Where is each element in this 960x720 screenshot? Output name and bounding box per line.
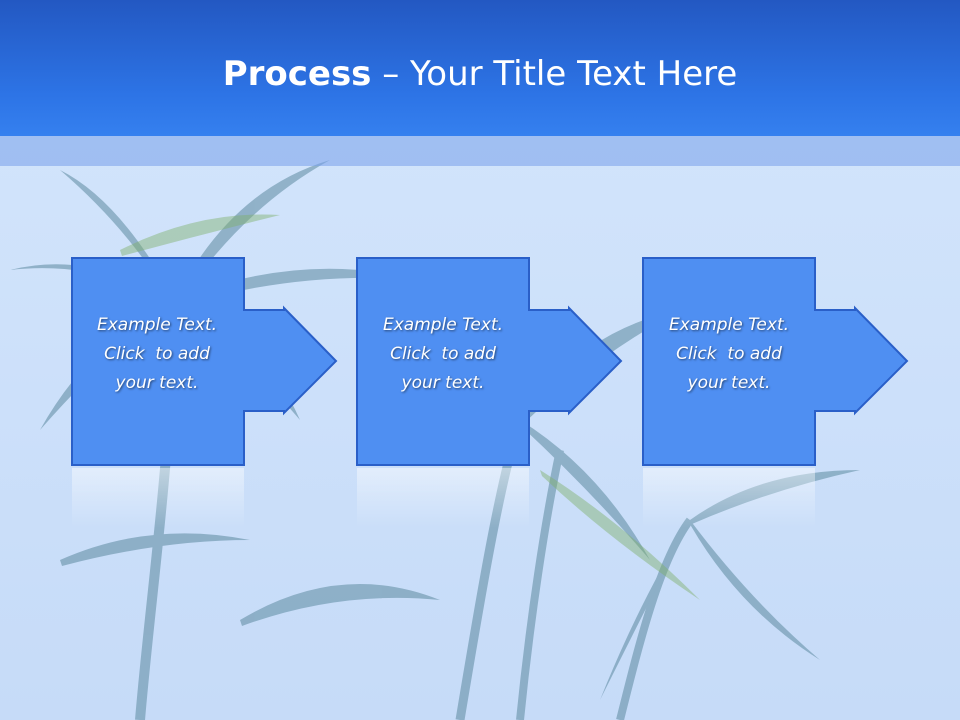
slide-title[interactable]: Process – Your Title Text Here — [0, 52, 960, 96]
process-step-1[interactable] — [71, 257, 338, 528]
step-2-line-2: Click to add — [390, 344, 496, 364]
slide-title-bold: Process — [222, 54, 372, 94]
step-1-line-1: Example Text. — [96, 315, 218, 335]
step-1-line-2: Click to add — [104, 344, 210, 364]
slide-title-rest: – Your Title Text Here — [371, 54, 738, 94]
process-step-3[interactable] — [642, 257, 909, 528]
process-step-2[interactable] — [356, 257, 623, 528]
title-bar — [0, 0, 960, 136]
step-3-line-2: Click to add — [676, 344, 782, 364]
header-band — [0, 136, 960, 166]
step-3-line-1: Example Text. — [668, 315, 790, 335]
step-2-line-3: your text. — [401, 373, 485, 393]
step-3-line-3: your text. — [687, 373, 771, 393]
step-2-line-1: Example Text. — [382, 315, 504, 335]
step-2-text[interactable]: Example Text. Click to add your text. — [357, 311, 529, 398]
step-3-text[interactable]: Example Text. Click to add your text. — [643, 311, 815, 398]
step-1-text[interactable]: Example Text. Click to add your text. — [71, 311, 243, 398]
step-1-line-3: your text. — [115, 373, 199, 393]
